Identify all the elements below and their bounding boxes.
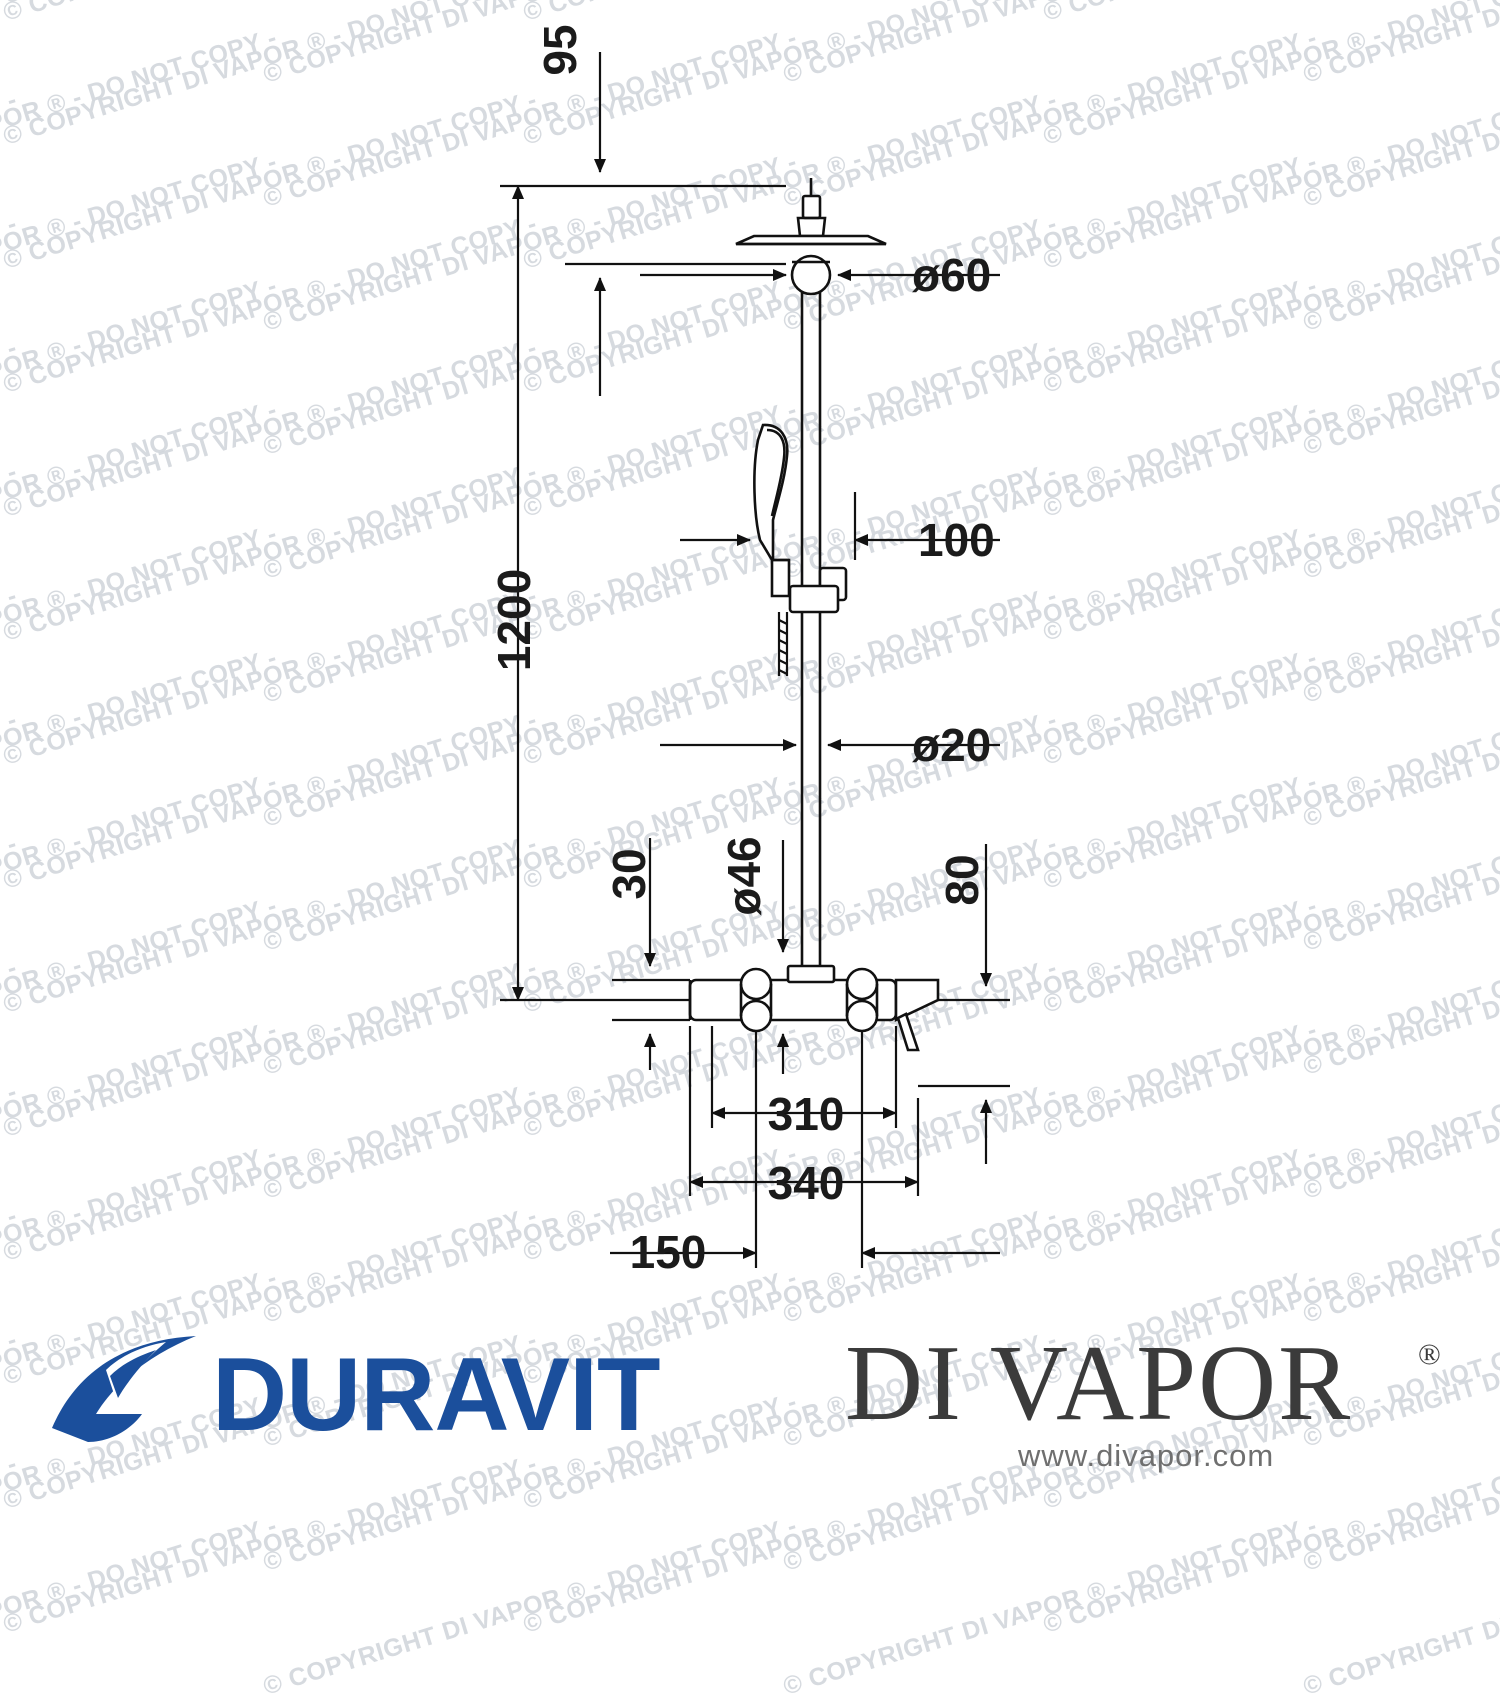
divapor-wordmark: DI VAPOR (845, 1324, 1353, 1443)
mixer-handles (739, 967, 879, 1033)
dimension-80 (918, 844, 1010, 1164)
technical-drawing: 95 ø60 1200 100 ø20 30 ø46 80 310 340 15… (488, 24, 1010, 1278)
dimension-label-d60: ø60 (912, 249, 991, 301)
riser-rail (800, 292, 822, 978)
logo-layer: DURAVIT DI VAPOR ® www.divapor.com (52, 1324, 1441, 1473)
dimension-label-d20: ø20 (912, 719, 991, 771)
shower-hose (777, 612, 789, 676)
divapor-registered-mark: ® (1418, 1338, 1441, 1371)
dimension-label-80: 80 (936, 854, 988, 905)
dimension-100 (680, 492, 1000, 560)
dimension-label-95: 95 (534, 24, 586, 75)
hand-shower-holder (788, 566, 848, 614)
dimension-310 (710, 1026, 898, 1128)
dimension-label-310: 310 (768, 1088, 845, 1140)
watermark-text: © COPYRIGHT DI VAPOR ® - DO NOT COPY - (0, 1511, 281, 1700)
hand-shower (753, 423, 791, 598)
overhead-shower-head (735, 234, 887, 246)
dimension-30 (612, 838, 690, 1070)
duravit-bird-icon (52, 1336, 196, 1442)
dimension-label-1200: 1200 (488, 569, 540, 671)
dimension-95 (500, 52, 786, 396)
spout-outlet (896, 1012, 920, 1052)
dimension-label-150: 150 (630, 1226, 707, 1278)
dimension-150 (610, 1032, 1000, 1268)
duravit-wordmark: DURAVIT (212, 1337, 660, 1453)
dimension-label-100: 100 (918, 514, 995, 566)
dimension-1200 (500, 185, 690, 1002)
swivel-joint (790, 254, 832, 296)
dimension-label-d46: ø46 (718, 836, 770, 915)
divapor-website-url[interactable]: www.divapor.com (1018, 1438, 1275, 1473)
riser-base-collar (786, 964, 836, 984)
dimension-label-30: 30 (603, 848, 655, 899)
dimension-label-340: 340 (768, 1157, 845, 1209)
dimension-340 (688, 1026, 920, 1196)
